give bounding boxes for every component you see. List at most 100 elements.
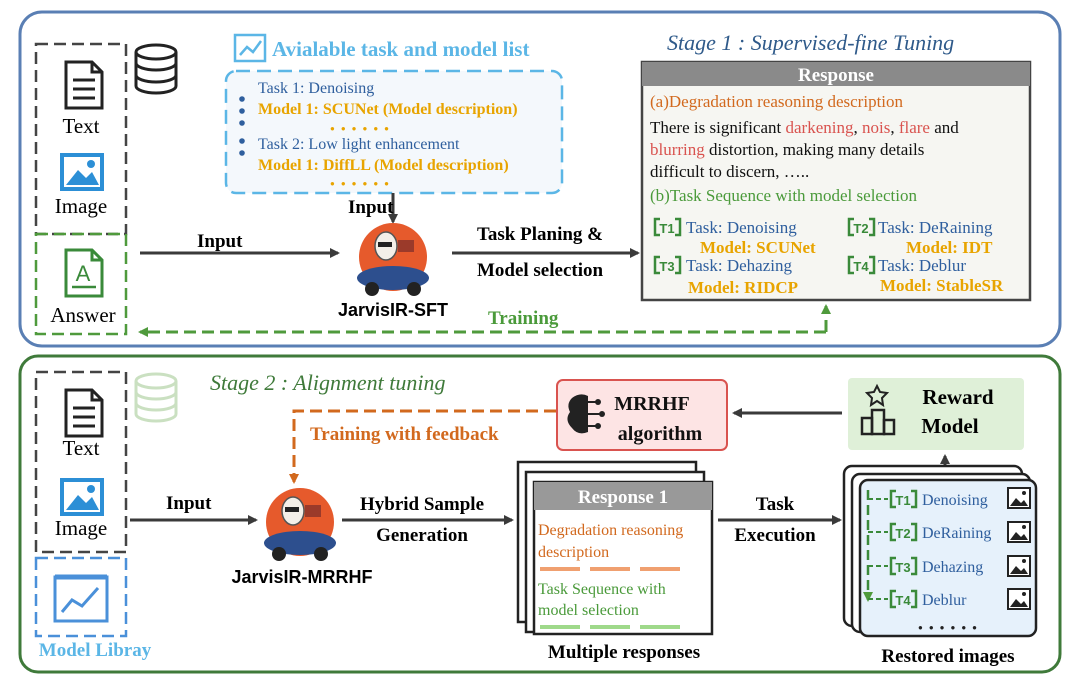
model1-text: Model 1: SCUNet (Model description) <box>258 101 518 118</box>
restored-dots: ● ● ● ● ● ● <box>918 623 979 632</box>
chart-icon <box>233 33 267 63</box>
answer-doc-icon: A <box>64 248 104 298</box>
degr-line2: description <box>538 544 609 561</box>
task-list-dots: ● ● ● ● ● ● <box>330 124 391 133</box>
image-thumb-icon <box>1007 487 1031 509</box>
t2-task: Task: DeRaining <box>878 218 993 237</box>
answer-label: Answer <box>50 303 115 327</box>
response-header: Response <box>798 65 874 86</box>
t1-task: Task: Denoising <box>686 218 797 237</box>
stage2-image-label: Image <box>55 516 107 540</box>
task-seq-line1: Task Sequence with <box>538 581 666 598</box>
feedback-arrow <box>289 409 556 484</box>
image-thumb-icon <box>1007 521 1031 543</box>
task-list-dots: ● ● ● ● ● ● <box>330 179 391 188</box>
t4-badge-icon: T4 <box>868 589 918 609</box>
list-dot <box>239 108 245 114</box>
mrrhf-label-2: algorithm <box>618 423 703 445</box>
database-icon <box>134 43 178 95</box>
input-left-label: Input <box>197 231 243 252</box>
stage2-input-box <box>34 370 128 554</box>
stage1-title: Stage 1 : Supervised-fine Tuning <box>667 30 954 55</box>
planning-label-2: Model selection <box>477 260 604 281</box>
degr-line1: Degradation reasoning <box>538 522 683 539</box>
text-doc-icon <box>64 388 104 438</box>
t1-model: Model: SCUNet <box>700 238 816 257</box>
response-card-header <box>534 482 712 510</box>
task1-text: Task 1: Denoising <box>258 80 374 97</box>
svg-text:T2: T2 <box>853 221 868 236</box>
t2-model: Model: IDT <box>906 238 993 257</box>
jarvis-mrrhf-label: JarvisIR-MRRHF <box>231 567 372 587</box>
reward-podium-icon <box>860 383 896 436</box>
hybrid-label-1: Hybrid Sample <box>360 494 484 515</box>
svg-text:A: A <box>76 261 91 286</box>
restored-t1: Denoising <box>922 492 988 509</box>
t4-model: Model: StableSR <box>880 276 1004 295</box>
t4-badge-icon: T4 <box>847 255 876 275</box>
section-a-label: (a)Degradation reasoning description <box>650 92 904 111</box>
list-dot <box>239 150 245 156</box>
response-desc-line3: difficult to discern, ….. <box>650 162 809 181</box>
t2-badge-icon: T2 <box>847 217 876 237</box>
model2-text: Model 1: DiffLL (Model description) <box>258 157 509 174</box>
restored-t4: Deblur <box>922 592 967 609</box>
response-desc-line2: blurring distortion, making many details <box>650 140 924 159</box>
image-thumb-icon <box>1007 555 1031 577</box>
multiple-responses-label: Multiple responses <box>548 642 700 663</box>
database-icon <box>134 372 178 423</box>
text-doc-icon <box>64 60 104 110</box>
input-text-label: Text <box>62 114 99 138</box>
stage2-title: Stage 2 : Alignment tuning <box>210 370 445 395</box>
svg-text:T3: T3 <box>895 560 910 575</box>
stage2-input-label: Input <box>166 493 212 514</box>
task2-text: Task 2: Low light enhancement <box>258 136 460 153</box>
task-exec-label-1: Task <box>756 494 795 515</box>
model-library-box <box>34 556 128 638</box>
input-top-label: Input <box>348 197 394 218</box>
feedback-label: Training with feedback <box>310 424 499 445</box>
hybrid-label-2: Generation <box>376 525 468 546</box>
svg-text:T3: T3 <box>659 259 674 274</box>
planning-label-1: Task Planing & <box>477 224 603 245</box>
svg-text:T1: T1 <box>895 493 910 508</box>
svg-text:T2: T2 <box>895 526 910 541</box>
svg-text:T1: T1 <box>659 221 674 236</box>
image-icon <box>60 478 104 516</box>
jarvis-sft-label: JarvisIR-SFT <box>338 300 448 320</box>
list-dot <box>239 120 245 126</box>
image-thumb-icon <box>1007 588 1031 610</box>
t3-task: Task: Dehazing <box>686 256 792 275</box>
task-exec-label-2: Execution <box>734 525 816 546</box>
reward-label-1: Reward <box>922 385 993 409</box>
list-dot <box>239 138 245 144</box>
answer-box <box>34 232 128 336</box>
brain-network-icon <box>567 394 605 434</box>
model-library-label: Model Libray <box>39 640 152 661</box>
svg-text:T4: T4 <box>853 259 869 274</box>
restored-t3: Dehazing <box>922 559 983 576</box>
t3-model: Model: RIDCP <box>688 278 798 297</box>
jarvis-mascot-icon <box>264 488 336 561</box>
restored-images-label: Restored images <box>881 646 1014 667</box>
task-list-header: Avialable task and model list <box>272 37 529 61</box>
jarvis-mascot-icon <box>357 223 429 296</box>
t3-badge-icon: T3 <box>653 255 682 275</box>
t1-badge-icon: T1 <box>868 489 918 509</box>
response-header-bar <box>642 62 1030 86</box>
reward-model-box <box>848 378 1024 450</box>
t1-badge-icon: T1 <box>653 217 682 237</box>
list-dot <box>239 96 245 102</box>
image-icon <box>60 153 104 191</box>
input-image-label: Image <box>55 194 107 218</box>
response-desc-line1: There is significant darkening, nois, fl… <box>650 118 959 137</box>
t4-task: Task: Deblur <box>878 256 966 275</box>
t3-badge-icon: T3 <box>868 556 918 576</box>
reward-label-2: Model <box>921 414 978 438</box>
section-b-label: (b)Task Sequence with model selection <box>650 186 917 205</box>
task-list-box <box>224 69 564 195</box>
task-seq-line2: model selection <box>538 602 639 619</box>
response1-header: Response 1 <box>578 487 668 508</box>
mrrhf-label-1: MRRHF <box>614 393 690 415</box>
